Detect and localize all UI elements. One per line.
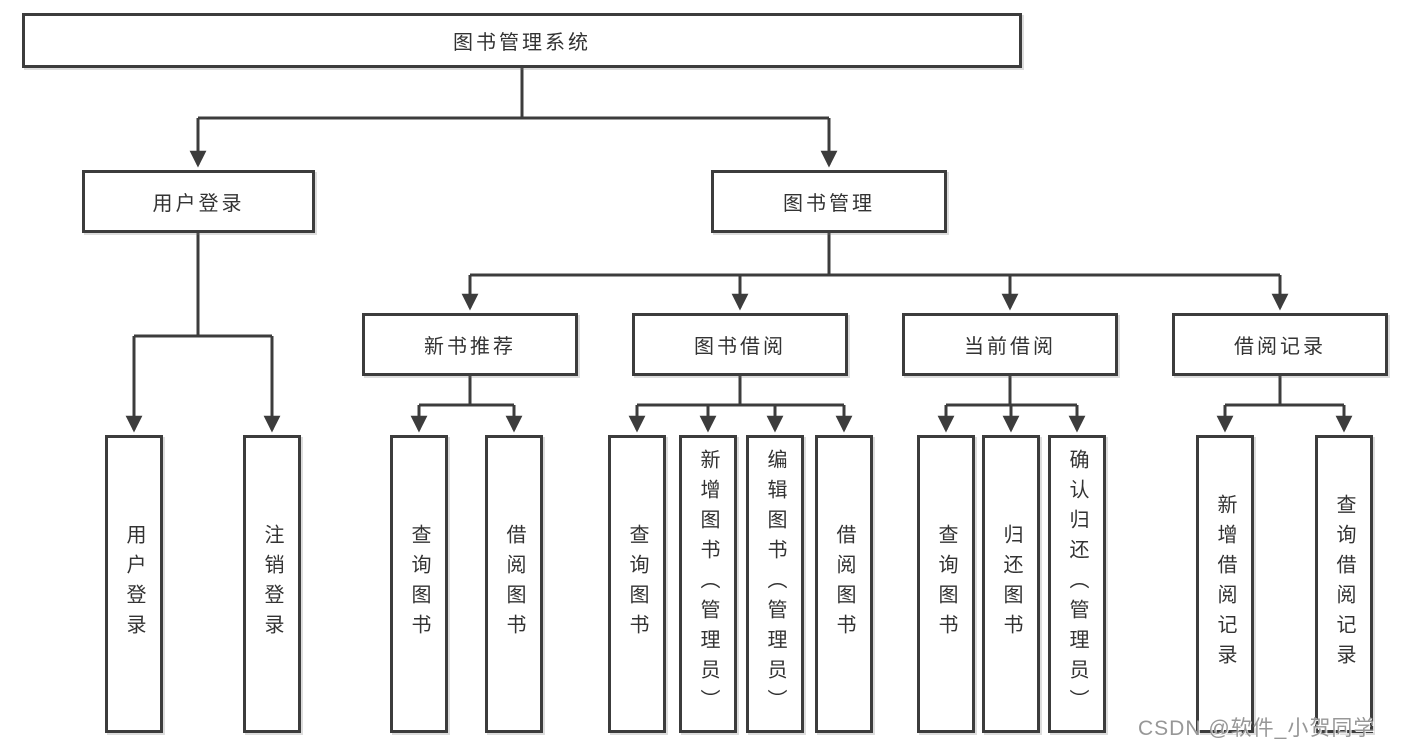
node-book-management: 图书管理 <box>711 170 947 233</box>
node-user-login: 用户登录 <box>82 170 315 233</box>
leaf-query-books-recommend: 查询图书 <box>390 435 448 733</box>
leaf-user-login: 用户登录 <box>105 435 163 733</box>
leaf-return-book: 归还图书 <box>982 435 1040 733</box>
node-new-book-recommendation: 新书推荐 <box>362 313 578 376</box>
leaf-borrow-books-borrowing: 借阅图书 <box>815 435 873 733</box>
node-borrowing-records: 借阅记录 <box>1172 313 1388 376</box>
node-library-management-system: 图书管理系统 <box>22 13 1022 68</box>
leaf-query-books-borrowing: 查询图书 <box>608 435 666 733</box>
leaf-borrow-books-recommend: 借阅图书 <box>485 435 543 733</box>
leaf-add-book-admin: 新增图书（管理员） <box>679 435 737 733</box>
leaf-edit-book-admin: 编辑图书（管理员） <box>746 435 804 733</box>
leaf-query-books-current: 查询图书 <box>917 435 975 733</box>
leaf-query-borrow-record: 查询借阅记录 <box>1315 435 1373 733</box>
leaf-add-borrow-record: 新增借阅记录 <box>1196 435 1254 733</box>
node-book-borrowing: 图书借阅 <box>632 313 848 376</box>
leaf-confirm-return-admin: 确认归还（管理员） <box>1048 435 1106 733</box>
node-current-borrowing: 当前借阅 <box>902 313 1118 376</box>
leaf-logout: 注销登录 <box>243 435 301 733</box>
watermark: CSDN @软件_小贺同学 <box>1138 717 1376 740</box>
